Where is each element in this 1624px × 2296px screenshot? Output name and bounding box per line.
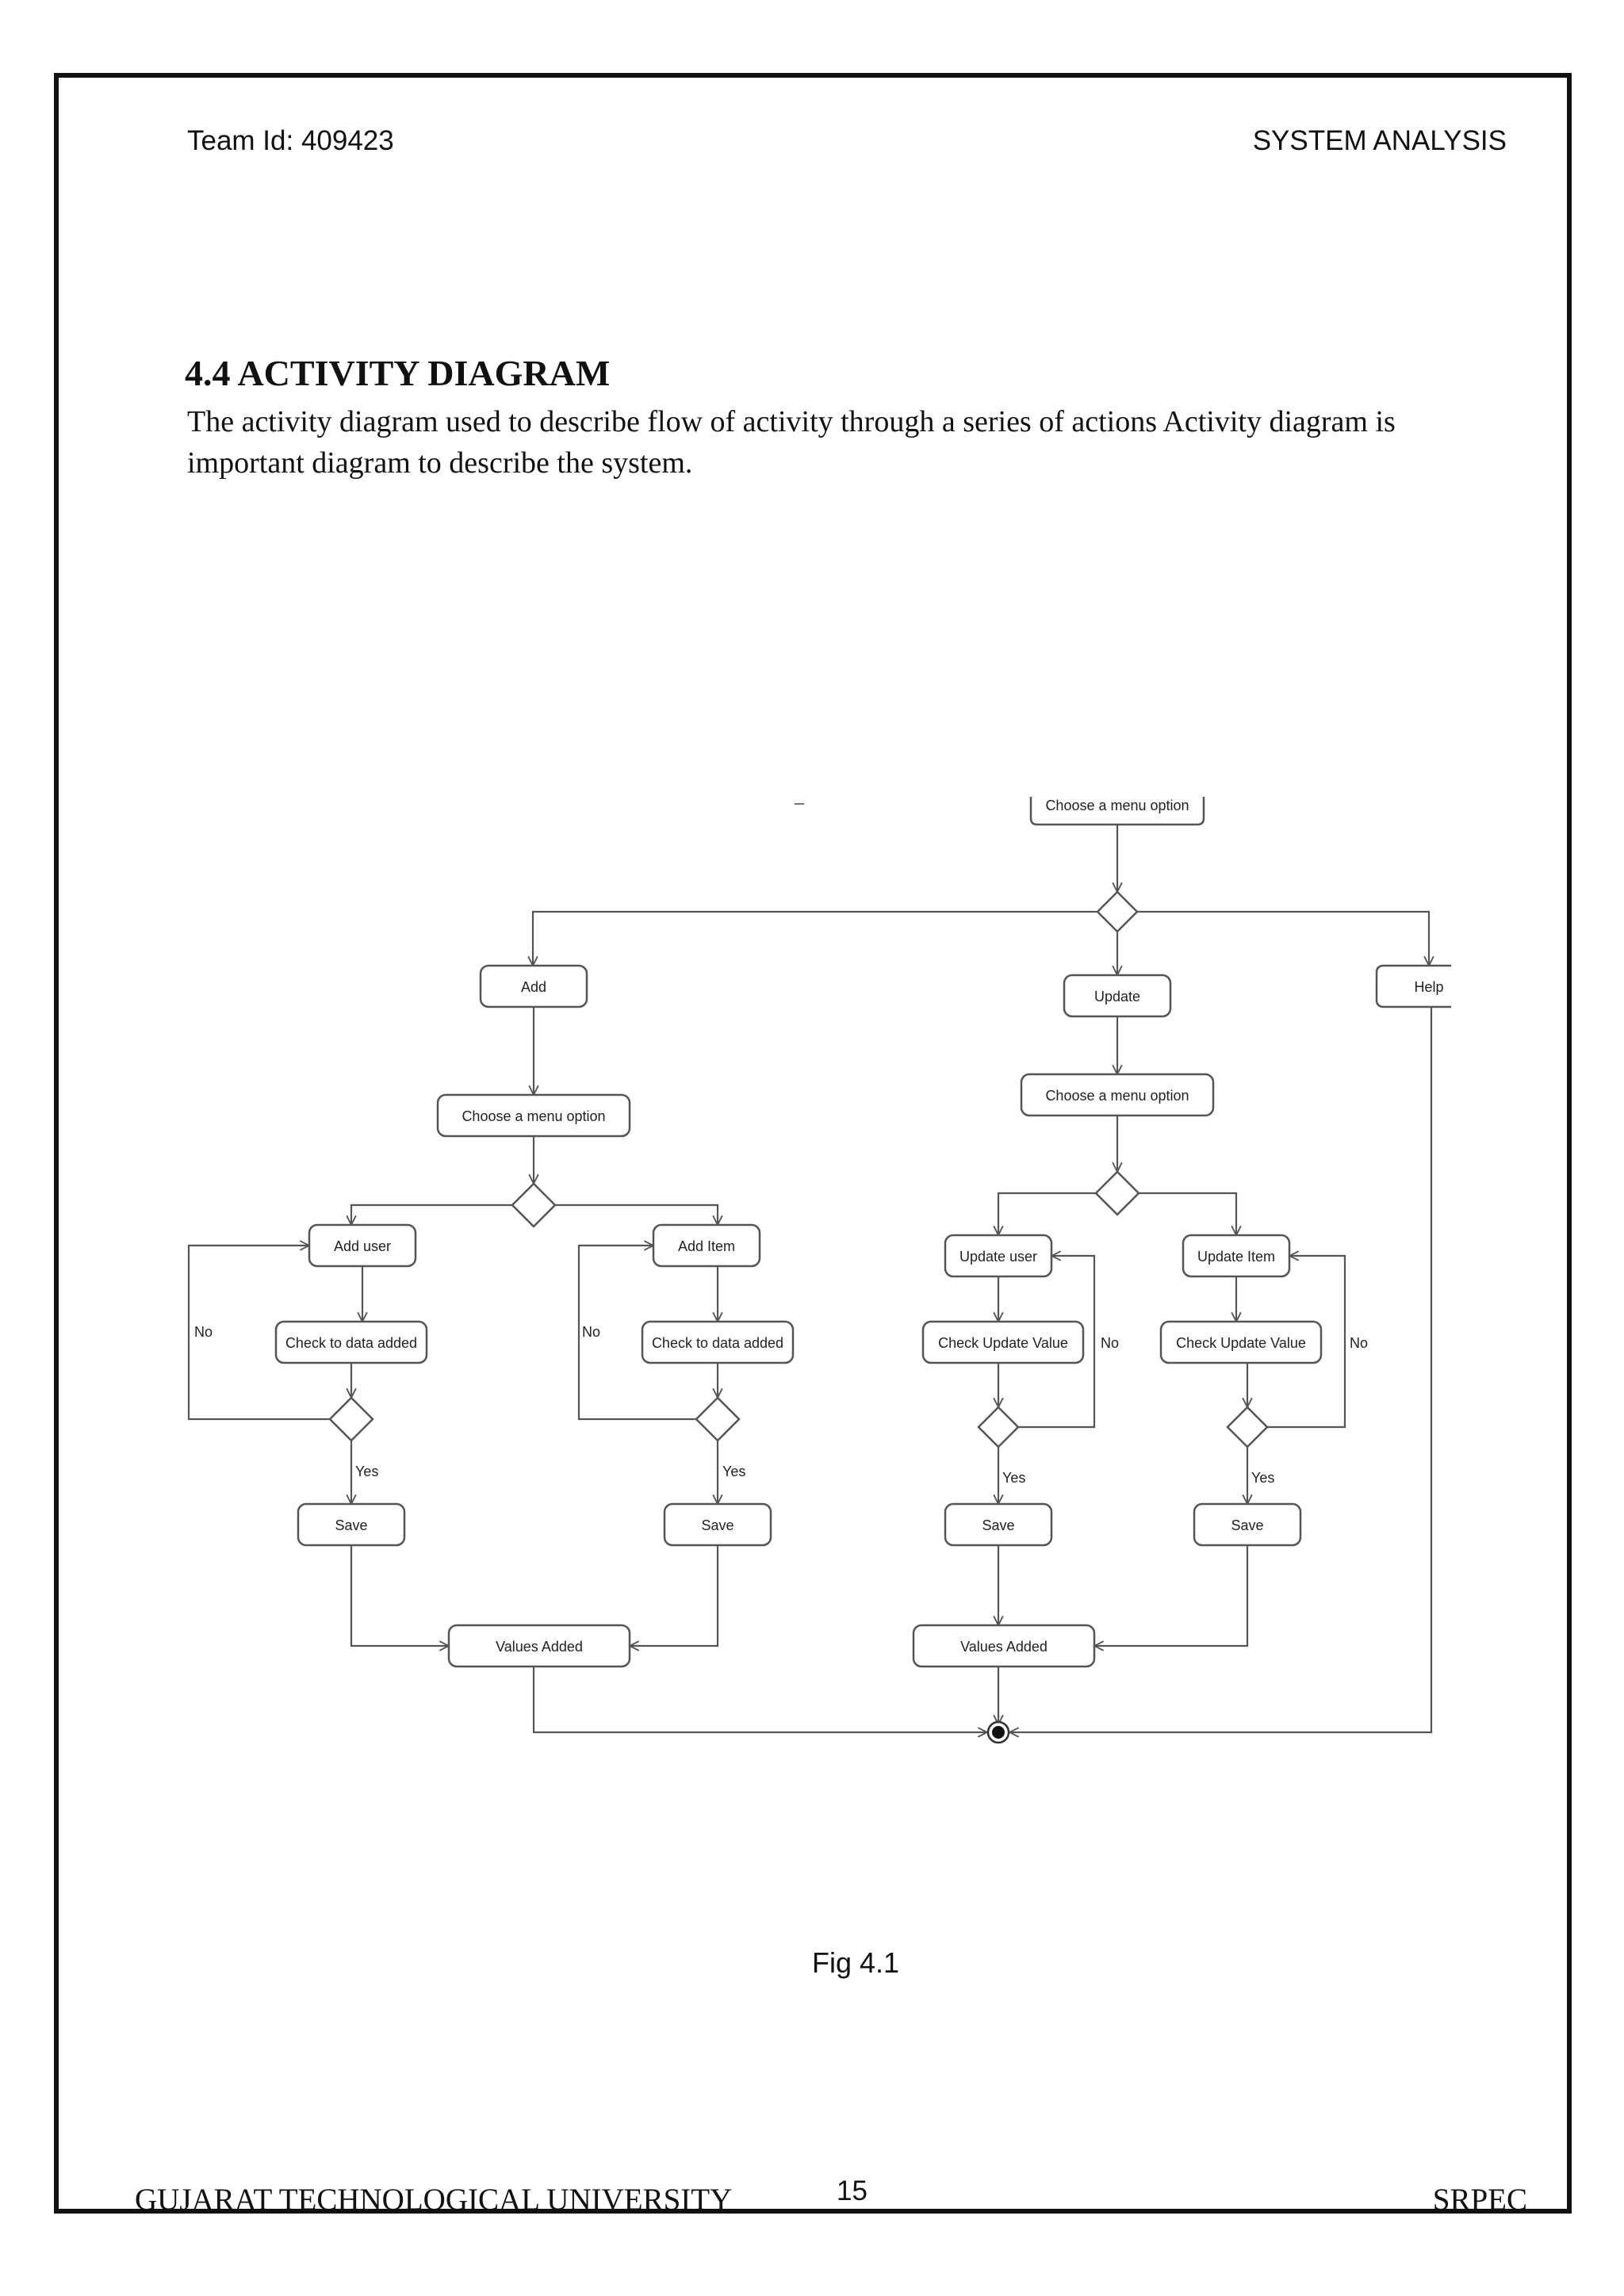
body-paragraph: The activity diagram used to describe fl…: [187, 405, 1396, 480]
svg-text:Choose a menu option: Choose a menu option: [1045, 798, 1189, 813]
update-choose-menu-node: Choose a menu option: [1020, 1073, 1215, 1117]
svg-text:Help: Help: [1414, 979, 1443, 995]
add-node: Add: [479, 964, 588, 1008]
values-added-update-node: Values Added: [912, 1624, 1096, 1668]
check-update-value-user-node: Check Update Value: [921, 1320, 1085, 1364]
svg-text:Update: Update: [1094, 989, 1140, 1004]
decision-add-user: [328, 1396, 374, 1442]
decision-add: [511, 1182, 557, 1228]
save-add-item-node: Save: [663, 1502, 772, 1547]
svg-text:Save: Save: [335, 1517, 367, 1533]
yes-label: Yes: [1002, 1470, 1025, 1486]
section-heading: 4.4 ACTIVITY DIAGRAM: [185, 353, 611, 393]
svg-text:Update user: Update user: [959, 1249, 1037, 1265]
add-user-node: Add user: [308, 1223, 417, 1268]
check-data-added-user-node: Check to data added: [274, 1320, 428, 1364]
svg-text:Choose a menu option: Choose a menu option: [462, 1108, 605, 1124]
svg-text:Add Item: Add Item: [678, 1238, 735, 1254]
check-data-added-item-node: Check to data added: [641, 1320, 795, 1364]
update-user-node: Update user: [944, 1234, 1053, 1278]
top-choose-menu-node: Choose a menu option: [1029, 797, 1205, 826]
yes-label: Yes: [722, 1464, 745, 1479]
footer-college: SRPEC: [1432, 2183, 1527, 2217]
section-title: SYSTEM ANALYSIS: [1252, 125, 1507, 156]
svg-text:Check to data added: Check to data added: [285, 1335, 417, 1351]
no-label: No: [582, 1324, 600, 1340]
yes-label: Yes: [355, 1464, 378, 1479]
decision-update-item: [1226, 1406, 1269, 1448]
svg-text:Save: Save: [701, 1517, 733, 1533]
svg-text:Check to data added: Check to data added: [652, 1335, 783, 1351]
svg-text:Save: Save: [982, 1517, 1014, 1533]
svg-text:Check Update Value: Check Update Value: [1176, 1335, 1306, 1351]
svg-text:Update Item: Update Item: [1197, 1249, 1275, 1265]
svg-text:Save: Save: [1231, 1517, 1263, 1533]
svg-text:Add user: Add user: [334, 1238, 391, 1254]
no-label: No: [1101, 1335, 1119, 1351]
save-update-item-node: Save: [1193, 1502, 1302, 1547]
update-item-node: Update Item: [1182, 1234, 1291, 1278]
svg-text:Choose a menu option: Choose a menu option: [1045, 1088, 1189, 1104]
svg-text:Add: Add: [521, 979, 546, 995]
decision-add-item: [695, 1396, 741, 1442]
decision-main: [1096, 890, 1139, 933]
add-item-node: Add Item: [652, 1223, 761, 1268]
yes-label: Yes: [1251, 1470, 1274, 1486]
team-id: Team Id: 409423: [187, 125, 394, 156]
decision-update-user: [977, 1406, 1020, 1448]
page-border: [54, 73, 1572, 2214]
values-added-add-node: Values Added: [447, 1624, 631, 1668]
help-node: Help: [1375, 964, 1451, 1008]
svg-text:Check Update Value: Check Update Value: [938, 1335, 1068, 1351]
no-label: No: [194, 1324, 213, 1340]
decision-update: [1094, 1170, 1140, 1216]
figure-caption: Fig 4.1: [812, 1946, 900, 1979]
add-choose-menu-node: Choose a menu option: [436, 1093, 631, 1138]
save-update-user-node: Save: [944, 1502, 1053, 1547]
no-label: No: [1350, 1335, 1368, 1351]
svg-text:Values Added: Values Added: [496, 1639, 583, 1655]
update-node: Update: [1063, 974, 1172, 1018]
page-number: 15: [837, 2175, 868, 2206]
save-add-user-node: Save: [297, 1502, 406, 1547]
footer-university: GUJARAT TECHNOLOGICAL UNIVERSITY: [135, 2183, 733, 2217]
check-update-value-item-node: Check Update Value: [1159, 1320, 1323, 1364]
svg-text:Values Added: Values Added: [960, 1639, 1048, 1655]
